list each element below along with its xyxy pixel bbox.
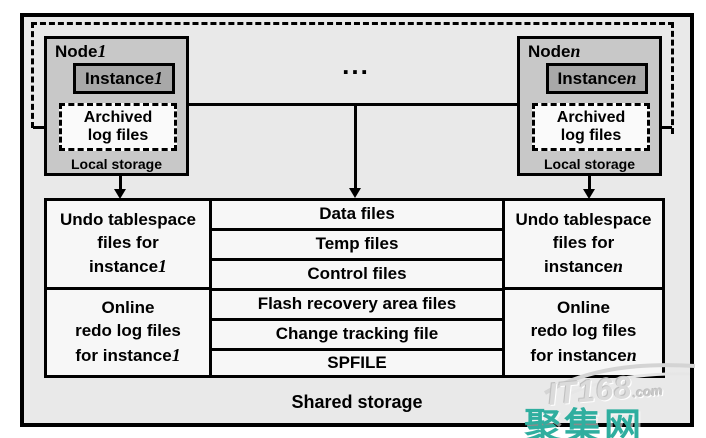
online-redo-1-cell: Online redo log files for instance1	[44, 287, 212, 378]
instance-n-subscript: n	[626, 68, 637, 88]
watermark-juji-site: 聚集网	[524, 405, 644, 438]
watermark-swoosh	[543, 363, 696, 398]
dashed-line-left	[31, 22, 34, 128]
dashed-line-right	[671, 22, 674, 134]
node-1-down-line	[119, 176, 122, 190]
cell-line: for instance1	[75, 344, 181, 365]
cell-line: instancen	[544, 256, 623, 277]
datafiles-arrowhead	[349, 188, 361, 198]
cell-line: instance1	[89, 256, 167, 277]
archived-log-files-1-box: Archived log files	[59, 103, 177, 151]
archived-log-files-n-box: Archived log files	[532, 103, 650, 151]
cell-line: files for	[552, 232, 615, 252]
flash-recovery-cell: Flash recovery area files	[209, 288, 505, 321]
node-n-label: Node	[528, 42, 571, 61]
node-n-down-line	[588, 176, 591, 190]
cell-line: Online	[101, 298, 155, 318]
data-files-cell: Data files	[209, 198, 505, 231]
cell-line: redo log files	[530, 321, 637, 341]
node-n-title: Noden	[528, 41, 580, 62]
node-1-title: Node1	[55, 41, 106, 62]
cell-line: Undo tablespace	[59, 209, 197, 229]
node-1-label: Node	[55, 42, 98, 61]
temp-files-cell: Temp files	[209, 228, 505, 261]
inter-node-connector	[186, 103, 517, 106]
archive-arrow-line-right	[658, 126, 672, 129]
dashed-line-top	[31, 22, 674, 25]
local-storage-1-label: Local storage	[70, 156, 163, 172]
undo-tablespace-n-cell: Undo tablespace files for instancen	[502, 198, 665, 290]
archived-line2: log files	[560, 127, 622, 144]
local-storage-n-label: Local storage	[543, 156, 636, 172]
instance-1-label: Instance	[85, 68, 155, 88]
node-1-subscript: 1	[97, 41, 107, 61]
cell-line: Online	[557, 298, 610, 318]
node-n-subscript: n	[570, 41, 581, 61]
archived-line1: Archived	[556, 108, 626, 126]
spfile-cell: SPFILE	[209, 348, 505, 378]
cell-line: Undo tablespace	[515, 209, 652, 229]
control-files-cell: Control files	[209, 258, 505, 291]
instance-1-subscript: 1	[154, 68, 163, 88]
more-nodes-ellipsis: ...	[342, 50, 370, 80]
instance-n-label: Instance	[557, 68, 627, 88]
node-1-down-arrowhead	[114, 189, 126, 199]
archive-arrow-line-left	[33, 126, 51, 129]
datafiles-connector	[354, 103, 357, 189]
change-tracking-cell: Change tracking file	[209, 318, 505, 351]
cell-line: files for	[97, 232, 159, 252]
cell-line: redo log files	[75, 321, 181, 341]
archived-line1: Archived	[83, 108, 153, 126]
node-n-down-arrowhead	[583, 189, 595, 199]
archived-line2: log files	[87, 127, 149, 144]
undo-tablespace-1-cell: Undo tablespace files for instance1	[44, 198, 212, 290]
shared-storage-label: Shared storage	[291, 392, 423, 412]
cell-line: for instancen	[530, 344, 637, 365]
